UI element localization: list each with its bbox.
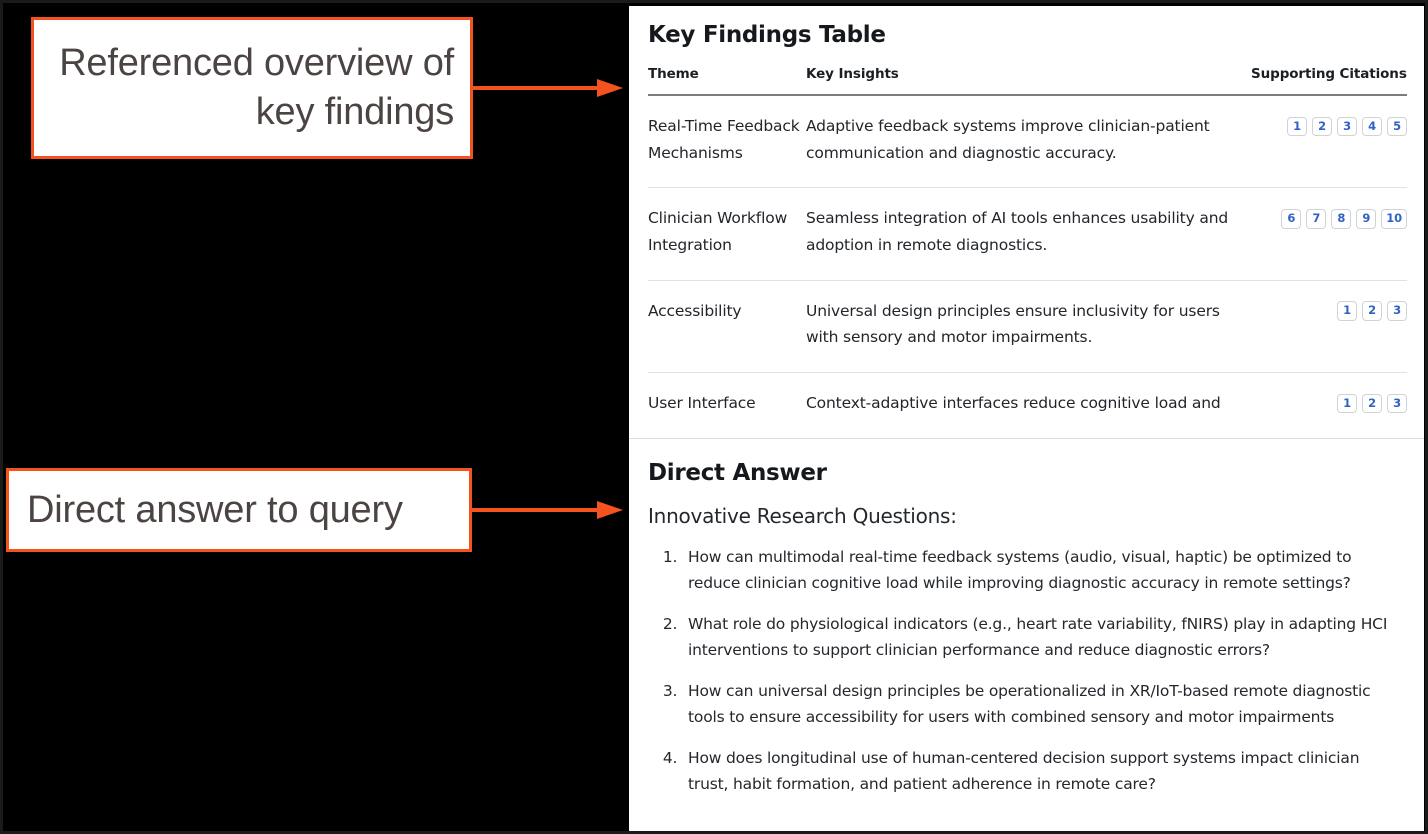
citation-badge[interactable]: 9 bbox=[1356, 209, 1377, 229]
research-question-item: How does longitudinal use of human-cente… bbox=[682, 745, 1397, 797]
citation-badge[interactable]: 1 bbox=[1337, 301, 1357, 321]
research-questions-list: How can multimodal real-time feedback sy… bbox=[648, 544, 1407, 797]
cell-theme: Clinician Workflow Integration bbox=[648, 209, 788, 254]
key-findings-title: Key Findings Table bbox=[648, 22, 886, 48]
annotation-label-referenced-overview: Referenced overview of key findings bbox=[59, 42, 454, 133]
citation-badge[interactable]: 1 bbox=[1337, 393, 1357, 414]
annotation-arrow-referenced-overview bbox=[471, 79, 623, 97]
table-header-row: Theme Key Insights Supporting Citations bbox=[648, 66, 1407, 95]
citation-badge[interactable]: 5 bbox=[1387, 116, 1407, 137]
citation-badge[interactable]: 2 bbox=[1312, 116, 1332, 137]
citation-badge[interactable]: 10 bbox=[1381, 209, 1407, 229]
key-findings-table: Theme Key Insights Supporting Citations … bbox=[648, 66, 1407, 438]
cell-key-insight: Universal design principles ensure inclu… bbox=[806, 301, 1220, 347]
research-question-item: How can multimodal real-time feedback sy… bbox=[682, 544, 1397, 596]
annotation-arrow-direct-answer bbox=[470, 501, 623, 519]
column-header-key-insights: Key Insights bbox=[806, 66, 899, 82]
citation-badge[interactable]: 8 bbox=[1331, 209, 1352, 229]
direct-answer-intro: Innovative Research Questions: bbox=[648, 503, 957, 528]
cell-theme: Real-Time Feedback Mechanisms bbox=[648, 117, 800, 162]
table-row: Clinician Workflow Integration Seamless i… bbox=[648, 188, 1407, 281]
table-row: Accessibility Universal design principles… bbox=[648, 280, 1407, 373]
citation-badge[interactable]: 3 bbox=[1387, 393, 1407, 414]
citation-badge[interactable]: 1 bbox=[1287, 116, 1307, 137]
table-row: User Interface Context-adaptive interface… bbox=[648, 372, 1407, 437]
section-divider bbox=[629, 437, 1424, 439]
cell-theme: Accessibility bbox=[648, 301, 742, 320]
direct-answer-title: Direct Answer bbox=[648, 459, 827, 486]
key-findings-section: Key Findings Table Theme Key Insights Su… bbox=[629, 6, 1424, 438]
content-panel: Key Findings Table Theme Key Insights Su… bbox=[629, 6, 1424, 831]
citation-badge[interactable]: 3 bbox=[1337, 116, 1357, 137]
research-question-item: What role do physiological indicators (e… bbox=[682, 611, 1397, 663]
table-header: Theme Key Insights Supporting Citations bbox=[648, 66, 1407, 95]
column-header-theme: Theme bbox=[648, 66, 699, 82]
annotation-label-direct-answer: Direct answer to query bbox=[27, 488, 403, 531]
citation-badge[interactable]: 6 bbox=[1281, 209, 1302, 229]
research-question-item: How can universal design principles be o… bbox=[682, 678, 1397, 730]
citation-badge[interactable]: 2 bbox=[1362, 393, 1382, 414]
annotation-callout-referenced-overview: Referenced overview of key findings bbox=[31, 17, 473, 159]
citation-badge[interactable]: 3 bbox=[1387, 301, 1407, 321]
column-header-supporting-citations: Supporting Citations bbox=[1251, 66, 1407, 82]
cell-key-insight: Seamless integration of AI tools enhance… bbox=[806, 209, 1229, 254]
citation-badge[interactable]: 2 bbox=[1362, 301, 1382, 321]
direct-answer-section: Direct Answer Innovative Research Questi… bbox=[629, 439, 1424, 797]
annotation-callout-direct-answer: Direct answer to query bbox=[6, 468, 472, 552]
citation-badge[interactable]: 7 bbox=[1306, 209, 1327, 229]
cell-theme: User Interface bbox=[648, 393, 756, 412]
cell-key-insight: Adaptive feedback systems improve clinic… bbox=[806, 117, 1210, 162]
cell-key-insight: Context-adaptive interfaces reduce cogni… bbox=[806, 393, 1221, 412]
citation-badge[interactable]: 4 bbox=[1362, 116, 1382, 137]
